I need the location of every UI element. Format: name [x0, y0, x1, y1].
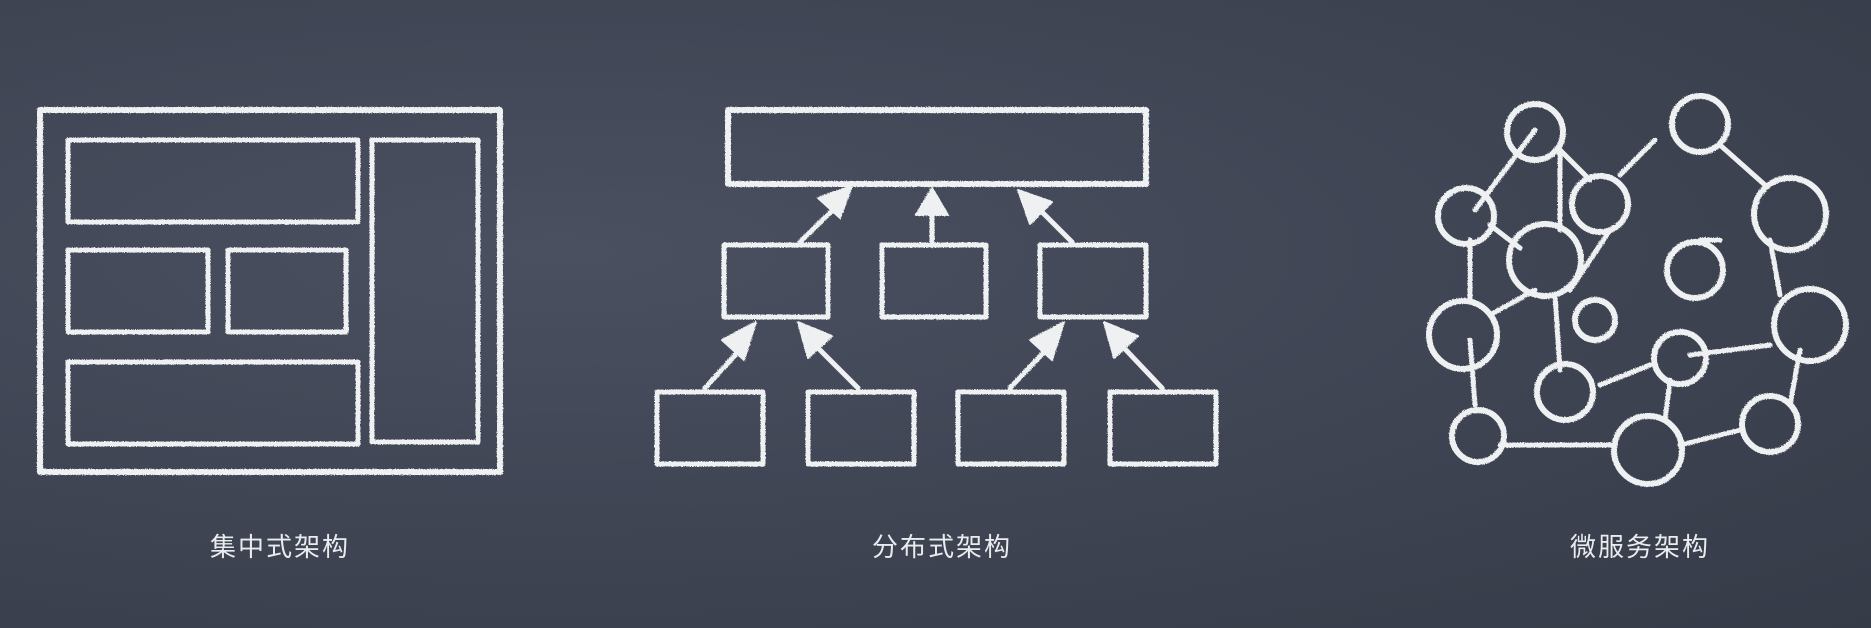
- leaf-node-1: [654, 389, 766, 467]
- arrow: [797, 185, 853, 245]
- leaf-node-3: [955, 389, 1067, 467]
- service-node: [1426, 298, 1500, 372]
- service-node: [1506, 221, 1584, 299]
- service-node: [1504, 101, 1566, 163]
- service-node: [1572, 297, 1618, 343]
- arrow: [1007, 321, 1065, 391]
- caption-centralized: 集中式架构: [209, 533, 350, 563]
- microservices-diagram: [1426, 93, 1849, 487]
- block-bottom: [65, 359, 361, 447]
- top-node: [725, 107, 1149, 187]
- service-node: [1435, 185, 1497, 247]
- service-node: [1449, 407, 1507, 465]
- block-right: [369, 137, 481, 445]
- leaf-node-2: [805, 389, 917, 467]
- service-node: [1751, 175, 1829, 253]
- distributed-diagram: [654, 107, 1219, 467]
- arrow: [1103, 321, 1165, 391]
- service-node: [1569, 173, 1631, 235]
- arrow: [1017, 189, 1075, 245]
- service-node: [1739, 393, 1801, 455]
- service-node: [1771, 286, 1849, 364]
- block-top: [65, 137, 361, 225]
- block-mid-right: [225, 247, 349, 335]
- arrow: [702, 321, 757, 391]
- mid-node-1: [721, 242, 831, 320]
- leaf-node-4: [1107, 389, 1219, 467]
- service-node: [1651, 329, 1709, 387]
- mid-node-2: [879, 242, 989, 320]
- mid-node-3: [1037, 242, 1149, 320]
- arrow: [915, 187, 949, 245]
- service-node: [1664, 239, 1726, 301]
- service-node: [1611, 413, 1685, 487]
- service-node: [1669, 93, 1731, 155]
- caption-microservices: 微服务架构: [1569, 533, 1710, 563]
- centralized-diagram: [37, 107, 503, 475]
- caption-distributed: 分布式架构: [871, 533, 1012, 563]
- block-mid-left: [65, 247, 211, 335]
- service-node: [1534, 361, 1596, 423]
- arrow: [797, 321, 861, 391]
- outer-frame: [37, 107, 503, 475]
